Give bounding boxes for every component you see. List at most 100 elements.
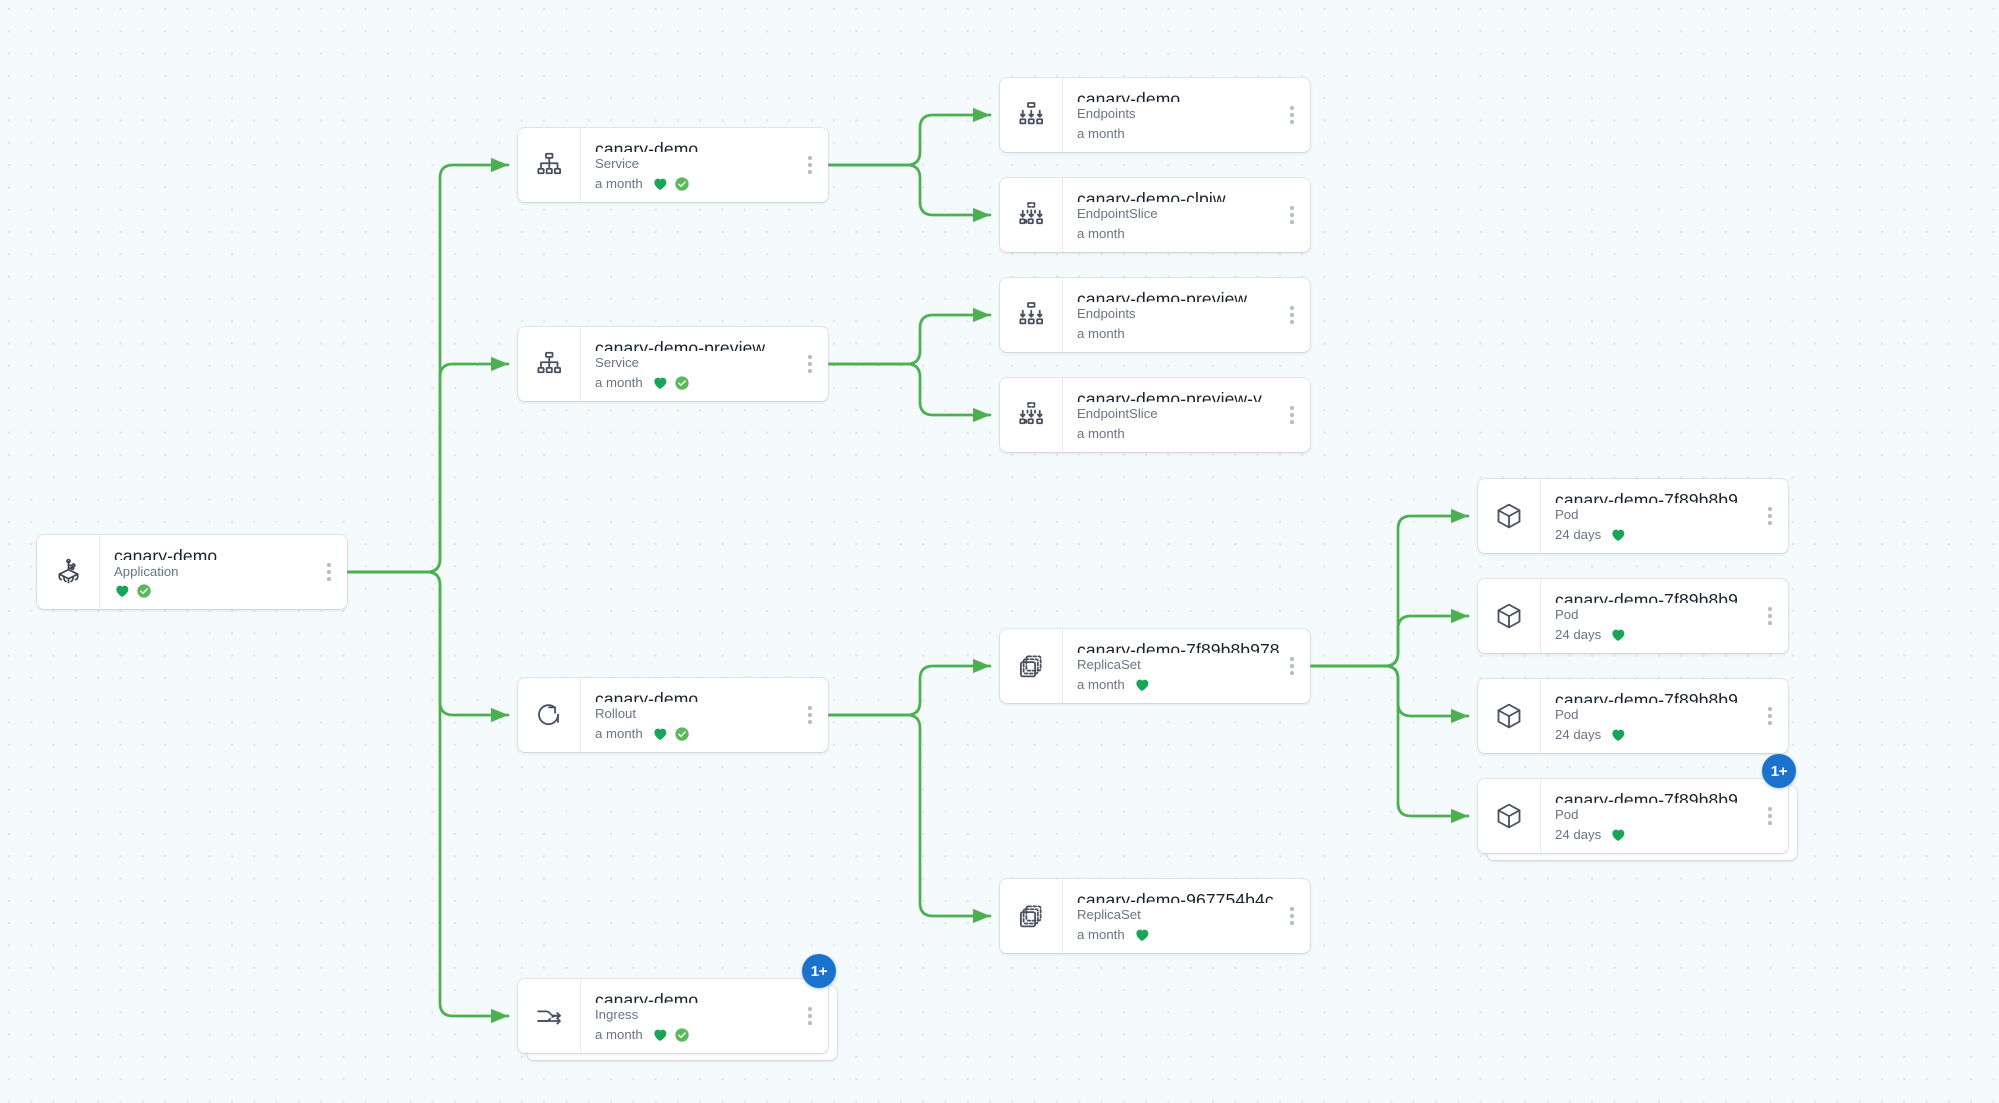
- node-menu-kebab-icon[interactable]: [1280, 78, 1310, 152]
- node-title: canary-demo-7f89b8b97...: [1555, 590, 1758, 603]
- health-heart-icon: [1136, 929, 1148, 941]
- status-badge[interactable]: [652, 726, 690, 742]
- health-heart-icon: [654, 1029, 666, 1041]
- sync-status-icon: [674, 375, 689, 390]
- node-count-badge[interactable]: 1+: [1762, 754, 1796, 788]
- node-kind: Pod: [1555, 707, 1579, 722]
- node-menu-kebab-icon[interactable]: [798, 678, 828, 752]
- health-heart-icon: [654, 377, 666, 389]
- endpointslice-icon: [1000, 178, 1062, 252]
- node-age: a month: [595, 176, 643, 191]
- node-kind: Endpoints: [1077, 106, 1136, 121]
- node-kind: Rollout: [595, 706, 637, 721]
- status-badge[interactable]: [652, 375, 690, 391]
- node-meta: 24 days: [1555, 526, 1758, 543]
- node-meta: a month: [595, 1026, 798, 1043]
- pod-icon: [1478, 779, 1540, 853]
- node-title: canary-demo-7f89b8b97...: [1555, 490, 1758, 503]
- status-badge[interactable]: [1610, 627, 1626, 643]
- node-count-badge[interactable]: 1+: [802, 954, 836, 988]
- rollout-icon: [518, 678, 580, 752]
- node-kind: Pod: [1555, 607, 1579, 622]
- health-heart-icon: [1136, 679, 1148, 691]
- ingress-icon: [518, 979, 580, 1053]
- node-title: canary-demo: [595, 689, 699, 702]
- node-meta: 24 days: [1555, 826, 1758, 843]
- node-meta: a month: [595, 175, 798, 192]
- node-menu-kebab-icon[interactable]: [1758, 679, 1788, 753]
- node-title: canary-demo-clpjw: [1077, 189, 1226, 202]
- node-kind: Endpoints: [1077, 306, 1136, 321]
- node-menu-kebab-icon[interactable]: [798, 327, 828, 401]
- sync-status-icon: [137, 584, 151, 598]
- node-title: canary-demo: [595, 990, 699, 1003]
- status-badge[interactable]: [1610, 527, 1626, 543]
- pod-icon: [1478, 579, 1540, 653]
- node-menu-kebab-icon[interactable]: [1758, 779, 1788, 853]
- node-kind: ReplicaSet: [1077, 907, 1141, 922]
- node-kind: Ingress: [595, 1007, 639, 1022]
- node-age: 24 days: [1555, 527, 1602, 542]
- node-age: 24 days: [1555, 827, 1602, 842]
- node-meta: a month: [1077, 425, 1280, 442]
- status-badge[interactable]: [114, 583, 152, 599]
- health-heart-icon: [1612, 529, 1625, 541]
- sync-status-icon: [674, 726, 689, 741]
- endpoints-icon: [1000, 78, 1062, 152]
- health-heart-icon: [1612, 629, 1625, 641]
- node-title: canary-demo-preview: [595, 338, 766, 351]
- pod-icon: [1478, 479, 1540, 553]
- node-age: a month: [595, 375, 643, 390]
- node-title: canary-demo-preview: [1077, 289, 1248, 302]
- node-menu-kebab-icon[interactable]: [317, 535, 347, 609]
- status-badge[interactable]: [1610, 727, 1626, 743]
- status-badge[interactable]: [1134, 677, 1150, 693]
- status-badge[interactable]: [1134, 927, 1150, 943]
- node-menu-kebab-icon[interactable]: [1280, 879, 1310, 953]
- node-menu-kebab-icon[interactable]: [1758, 579, 1788, 653]
- node-meta: a month: [1077, 225, 1280, 242]
- node-meta: a month: [1077, 325, 1280, 342]
- node-menu-kebab-icon[interactable]: [798, 128, 828, 202]
- node-menu-kebab-icon[interactable]: [1280, 378, 1310, 452]
- node-age: a month: [1077, 426, 1125, 441]
- node-age: a month: [595, 1027, 643, 1042]
- node-menu-kebab-icon[interactable]: [1280, 178, 1310, 252]
- node-menu-kebab-icon[interactable]: [1280, 629, 1310, 703]
- node-menu-kebab-icon[interactable]: [798, 979, 828, 1053]
- status-badge[interactable]: [652, 1027, 690, 1043]
- node-meta: a month: [1077, 676, 1280, 693]
- node-title: canary-demo: [1077, 89, 1181, 102]
- node-title: canary-demo-967754b4c: [1077, 890, 1274, 903]
- status-badge[interactable]: [652, 176, 690, 192]
- node-meta: a month: [1077, 125, 1280, 142]
- node-menu-kebab-icon[interactable]: [1758, 479, 1788, 553]
- node-menu-kebab-icon[interactable]: [1280, 278, 1310, 352]
- node-meta: 24 days: [1555, 726, 1758, 743]
- status-badge[interactable]: [1610, 827, 1626, 843]
